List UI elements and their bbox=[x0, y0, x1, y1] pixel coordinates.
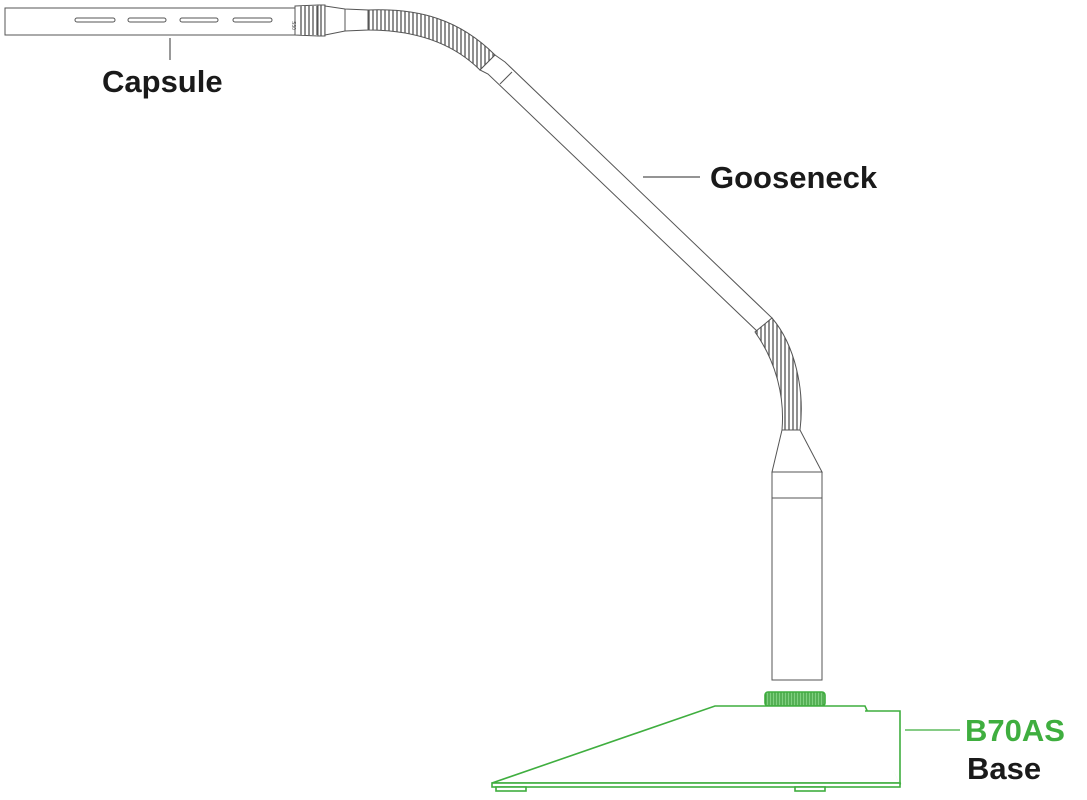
base bbox=[491, 691, 902, 792]
gooseneck-label: Gooseneck bbox=[710, 160, 878, 195]
capsule-tube bbox=[4, 4, 369, 37]
capsule-label: Capsule bbox=[102, 64, 223, 99]
base-model-label: B70AS bbox=[965, 713, 1065, 748]
collar-marking: S30 bbox=[290, 21, 296, 30]
base-label: Base bbox=[967, 751, 1042, 786]
gooseneck bbox=[367, 9, 823, 681]
leader-lines bbox=[169, 38, 960, 731]
